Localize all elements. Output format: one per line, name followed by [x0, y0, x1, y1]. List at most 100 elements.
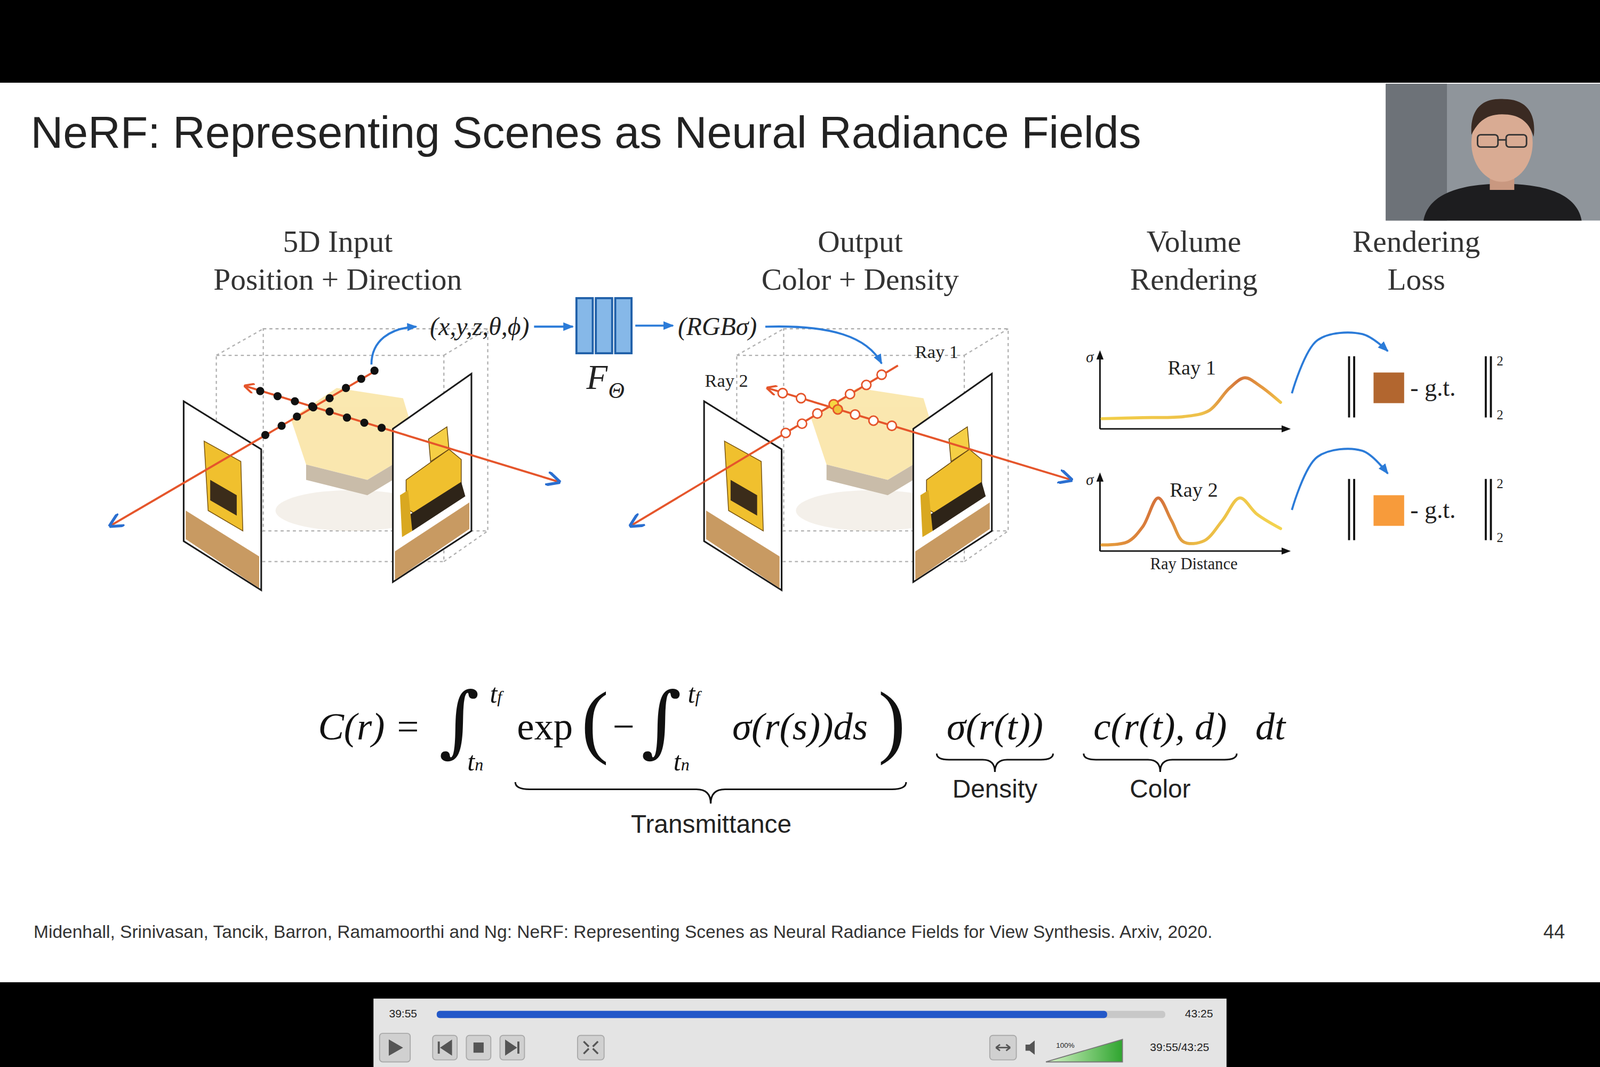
output-scene — [876, 370, 886, 380]
time-stamp: 39:55 — [389, 1006, 418, 1020]
norm-exponent: 2 — [1496, 476, 1503, 492]
video-player-controls — [373, 998, 1227, 1067]
flow-arrow — [635, 324, 674, 327]
time-stamp: 39:55/43:25 — [1149, 1040, 1210, 1054]
output-scene — [868, 416, 878, 426]
output-scene — [887, 420, 897, 430]
equation-term: exp — [516, 704, 573, 749]
loss-text: - g.t. — [1410, 373, 1456, 403]
ray-label: Ray 1 — [915, 341, 959, 363]
bracket: ( — [581, 673, 609, 768]
loss-term: - g.t. 2 2 — [1342, 352, 1511, 422]
input-scene — [290, 396, 299, 405]
video-player-controls — [506, 1041, 519, 1054]
output-scene — [796, 393, 806, 403]
output-scene — [630, 365, 898, 526]
video-player-controls — [577, 1035, 605, 1060]
output-tuple: (RGBσ) — [677, 312, 757, 342]
mlp-network: FΘ — [574, 296, 634, 356]
video-player-controls — [989, 1035, 1017, 1060]
norm-bars — [1348, 356, 1491, 418]
input-scene — [342, 413, 351, 422]
loss-text: - g.t. — [1410, 496, 1456, 525]
brace-label: Density — [952, 774, 1038, 804]
network-layer — [595, 298, 613, 354]
input-scene — [292, 412, 301, 421]
input-scene — [183, 328, 488, 590]
input-scene — [256, 386, 264, 395]
column-header: Output — [817, 224, 903, 260]
input-scene — [325, 407, 334, 416]
input-scene — [110, 369, 378, 526]
video-player-controls — [1045, 1038, 1123, 1062]
input-scene — [357, 374, 366, 383]
input-scene — [273, 392, 282, 400]
output-scene — [812, 409, 822, 419]
webcam-feed — [1471, 98, 1535, 137]
video-player-controls — [500, 1035, 525, 1060]
output-scene — [845, 389, 855, 399]
output-values: (RGBσ) — [674, 309, 760, 344]
input-scene — [325, 394, 334, 403]
video-player-controls — [379, 1033, 411, 1062]
function-subscript: Θ — [608, 377, 624, 404]
norm-exponent: 2 — [1496, 353, 1503, 370]
output-scene — [630, 326, 1072, 590]
video-player-controls — [438, 1041, 452, 1054]
integral-limit: tf — [688, 678, 701, 710]
integral-limit: tn — [673, 746, 690, 778]
webcam-feed — [1385, 83, 1600, 221]
output-scene — [778, 388, 788, 398]
output-scene — [765, 326, 882, 364]
loss-term: - g.t. 2 2 — [1342, 474, 1511, 544]
plot-title: Ray 2 — [1169, 477, 1218, 502]
integral-limit: tn — [467, 746, 484, 778]
webcam-feed — [1506, 134, 1527, 148]
video-player-controls — [373, 998, 1227, 1067]
input-scene — [370, 366, 379, 375]
equation-brace — [515, 753, 1237, 804]
equation-term: σ(r(t)) — [946, 704, 1044, 749]
pixel-color — [1373, 372, 1404, 403]
equation-term: c(r(t), d) — [1093, 704, 1227, 749]
plot-title: Ray 1 — [1167, 355, 1216, 380]
column-header: Loss — [1387, 261, 1445, 298]
network-layer — [576, 298, 594, 354]
axis-label: σ — [1085, 348, 1094, 366]
brace-label: Transmittance — [630, 809, 792, 839]
density-curve — [1101, 498, 1281, 546]
output-scene — [861, 380, 871, 390]
webcam-feed — [1477, 134, 1498, 148]
equation-term: − — [612, 704, 635, 749]
slide-background — [0, 82, 1600, 982]
brace-label: Color — [1129, 774, 1191, 804]
integral-limit: tf — [489, 678, 502, 710]
output-scene — [781, 428, 791, 438]
column-header: Color + Density — [761, 261, 959, 298]
column-header: Position + Direction — [213, 261, 462, 298]
webcam-feed — [1498, 139, 1507, 141]
equation-term: σ(r(s))ds — [732, 704, 868, 749]
function-symbol: F — [586, 357, 608, 398]
equation-brace — [936, 753, 1053, 772]
norm-subscript: 2 — [1496, 407, 1503, 423]
output-scene — [778, 370, 897, 438]
column-header: 5D Input — [283, 224, 394, 260]
input-scene — [110, 326, 560, 590]
equation-brace — [515, 781, 907, 804]
norm-subscript: 2 — [1496, 530, 1503, 546]
video-player-controls — [1025, 1040, 1035, 1055]
column-header: Rendering — [1352, 224, 1480, 260]
flow-arrow — [533, 325, 573, 328]
equation-brace — [1083, 753, 1237, 772]
slide-title: NeRF: Representing Scenes as Neural Radi… — [30, 106, 1141, 159]
bracket: ) — [878, 673, 906, 768]
mlp-graphic — [574, 296, 634, 356]
ray-label: Ray 2 — [705, 370, 749, 392]
axis-arrow — [1096, 349, 1291, 432]
input-scene — [261, 430, 270, 439]
video-player-controls — [388, 1038, 404, 1056]
axis-title: Ray Distance — [1150, 554, 1238, 574]
